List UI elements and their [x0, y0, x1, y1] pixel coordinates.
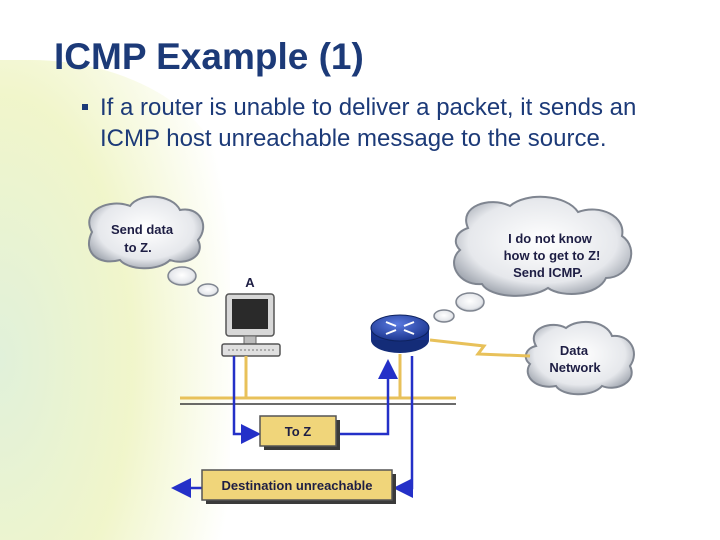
cloud-send-data: Send data to Z. [87, 195, 219, 297]
host-computer: A [221, 275, 281, 357]
bullet-marker [82, 104, 88, 110]
cloud-send-line-1: Send data [111, 222, 174, 237]
cloud-router-line-1: I do not know [508, 231, 593, 246]
cloud-network-line-1: Data [560, 343, 589, 358]
cloud-router-line-3: Send ICMP. [513, 265, 583, 280]
wan-link [429, 338, 531, 358]
packet-to-z: To Z [259, 415, 340, 450]
packet-to-z-label: To Z [285, 424, 312, 439]
router-icon [370, 314, 430, 353]
cloud-network-line-2: Network [549, 360, 601, 375]
cloud-send-line-2: to Z. [124, 240, 151, 255]
bullet-text: If a router is unable to deliver a packe… [100, 94, 637, 152]
packet-destination-unreachable: Destination unreachable [201, 469, 396, 504]
packet-unreachable-label: Destination unreachable [222, 478, 373, 493]
arrow-to-router [340, 359, 398, 436]
cloud-data-network: Data Network [524, 320, 635, 396]
slide-title: ICMP Example (1) [54, 36, 364, 77]
cloud-router-line-2: how to get to Z! [504, 248, 601, 263]
background-gradient [0, 60, 230, 540]
arrow-to-z [232, 356, 261, 444]
arrow-icmp-return [393, 356, 414, 498]
host-label: A [245, 275, 255, 290]
cloud-router-thought: I do not know how to get to Z! Send ICMP… [433, 195, 633, 323]
ethernet-segment [180, 354, 456, 405]
